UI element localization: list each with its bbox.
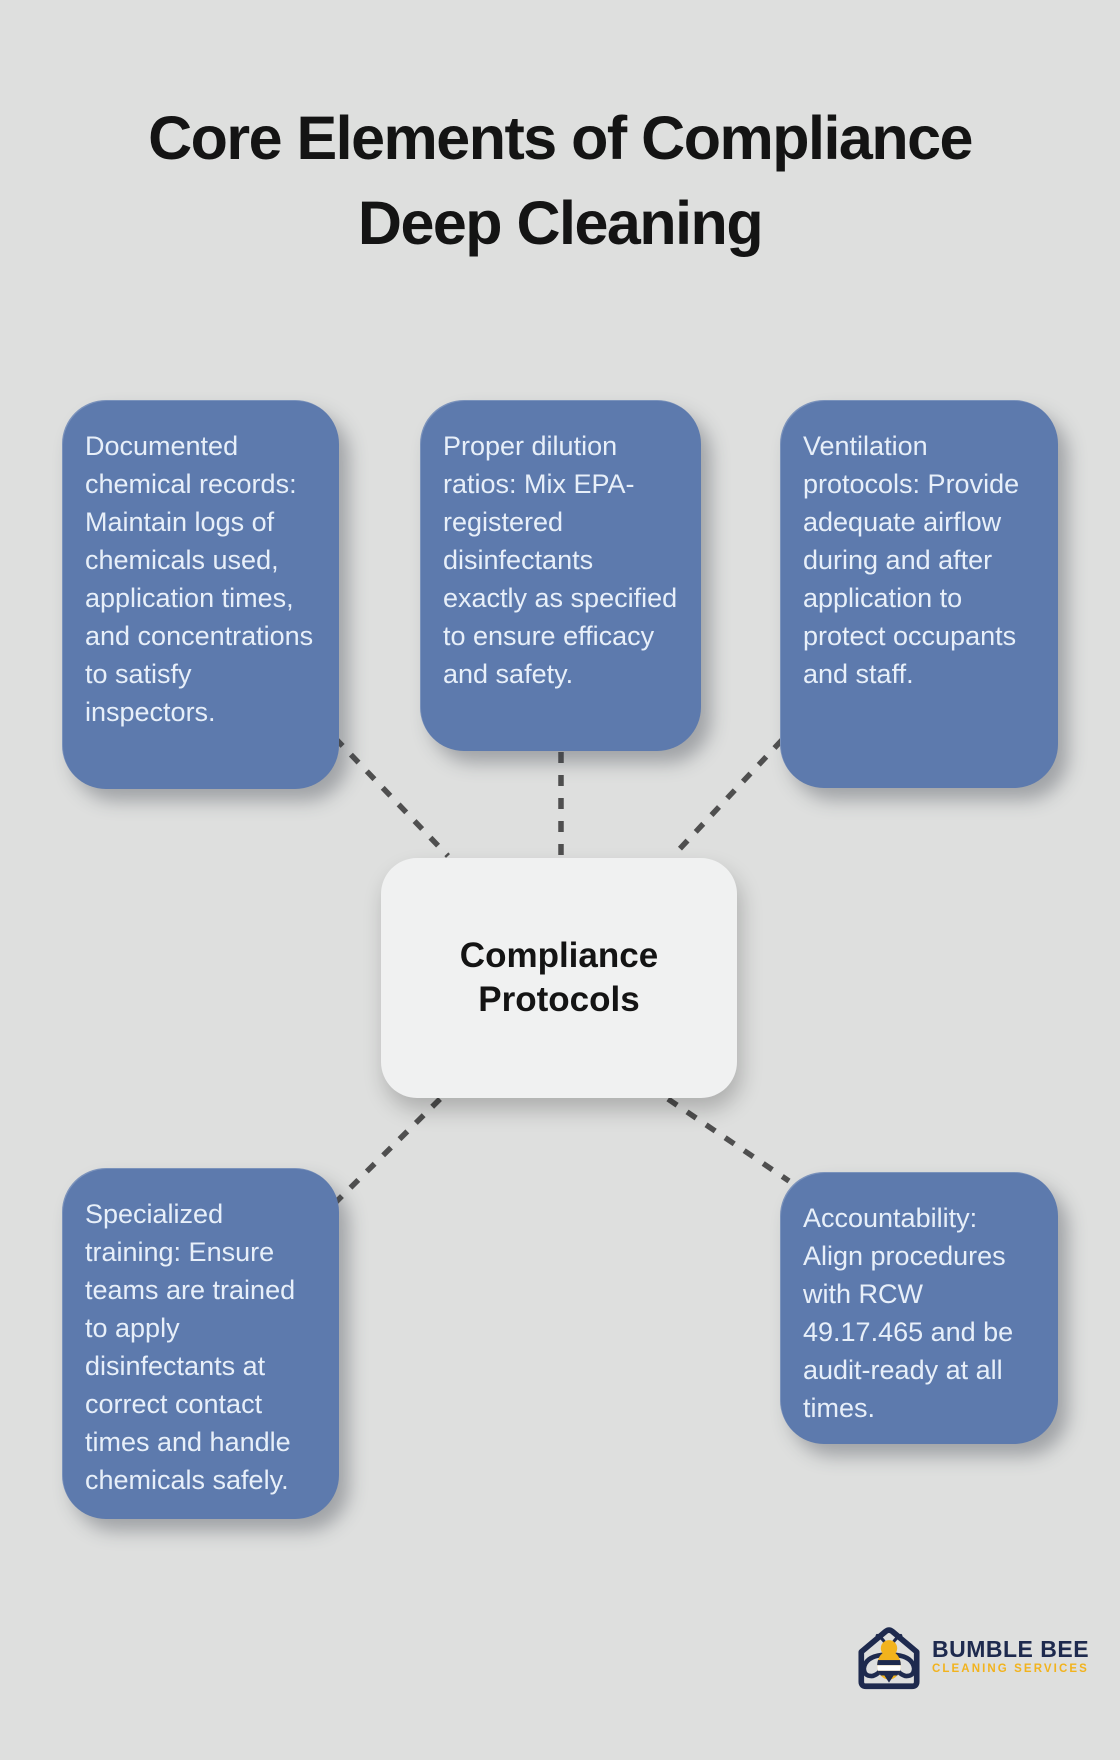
brand-name: BUMBLE BEE	[932, 1636, 1090, 1662]
node-specialized-training: Specialized training: Ensure teams are t…	[62, 1168, 339, 1519]
node-text: Ventilation protocols: Provide adequate …	[803, 431, 1020, 689]
connector-line-bottom-right	[666, 1096, 791, 1184]
connector-line-bottom-left	[334, 1097, 442, 1204]
node-text: Specialized training: Ensure teams are t…	[85, 1199, 296, 1495]
brand-logo: BUMBLE BEE CLEANING SERVICES	[850, 1618, 1089, 1696]
brand-tagline: CLEANING SERVICES	[932, 1663, 1089, 1675]
connector-line-top-right	[670, 738, 785, 858]
node-text: Proper dilution ratios: Mix EPA-register…	[443, 431, 678, 689]
page-title-line-2: Deep Cleaning	[357, 189, 764, 257]
center-node-compliance-protocols: Compliance Protocols	[381, 858, 737, 1098]
brand-text: BUMBLE BEE CLEANING SERVICES	[932, 1637, 1089, 1677]
page-title: Core Elements of Compliance Deep Cleanin…	[0, 96, 1120, 266]
node-text: Documented chemical records: Maintain lo…	[85, 431, 314, 727]
node-proper-dilution-ratios: Proper dilution ratios: Mix EPA-register…	[420, 400, 701, 751]
node-accountability: Accountability: Align procedures with RC…	[780, 1172, 1058, 1444]
node-text: Accountability: Align procedures with RC…	[803, 1203, 1014, 1423]
node-documented-chemical-records: Documented chemical records: Maintain lo…	[62, 400, 339, 789]
page-title-line-1: Core Elements of Compliance	[148, 104, 973, 172]
center-node-label: Compliance Protocols	[459, 936, 659, 1019]
connector-line-top-left	[333, 736, 450, 858]
bee-in-house-icon	[858, 1627, 920, 1690]
node-ventilation-protocols: Ventilation protocols: Provide adequate …	[780, 400, 1058, 788]
